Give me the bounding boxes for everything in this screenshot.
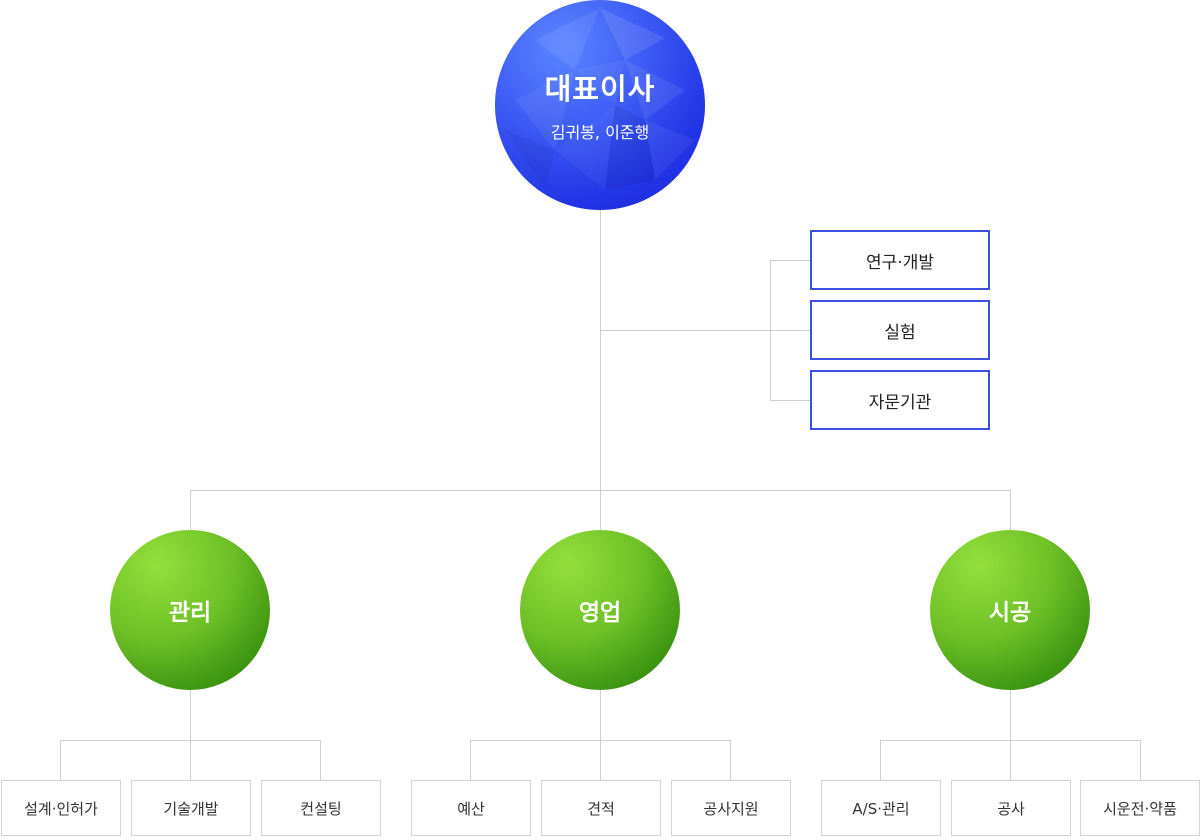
dept-node-management: 관리 [110,530,270,690]
dept-node-sales: 영업 [520,530,680,690]
ceo-names: 김귀봉, 이준행 [550,123,650,142]
team-box: 설계·인허가 [1,780,121,836]
advisor-box-consulting-agency: 자문기관 [810,370,990,430]
team-box: 시운전·약품 [1080,780,1200,836]
advisor-box-research: 연구·개발 [810,230,990,290]
team-box: A/S·관리 [821,780,941,836]
team-box: 견적 [541,780,661,836]
ceo-facet-pattern [505,8,695,190]
team-box: 공사 [951,780,1071,836]
team-box: 기술개발 [131,780,251,836]
team-box: 예산 [411,780,531,836]
team-box: 컨설팅 [261,780,381,836]
team-box: 공사지원 [671,780,791,836]
advisor-box-experiment: 실험 [810,300,990,360]
ceo-node: 대표이사 김귀봉, 이준행 [495,0,705,210]
dept-node-construction: 시공 [930,530,1090,690]
ceo-title: 대표이사 [544,72,656,106]
